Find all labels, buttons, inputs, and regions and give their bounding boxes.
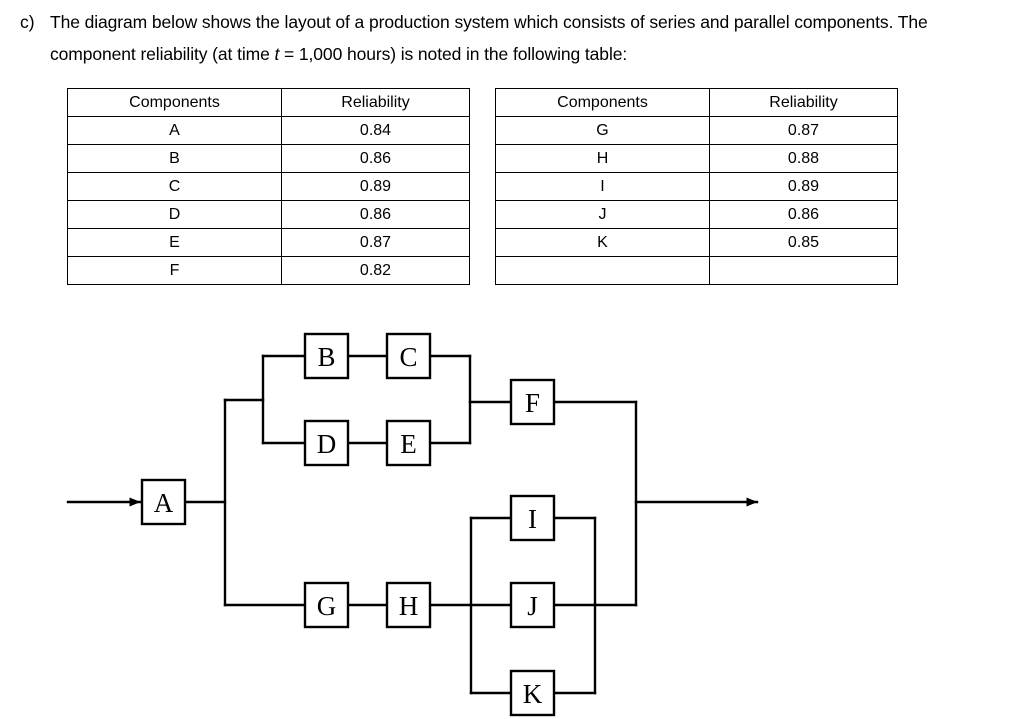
block-label-e: E — [400, 429, 417, 459]
block-h — [385, 581, 432, 629]
table-row: B 0.86 — [67, 144, 470, 173]
block-j — [509, 581, 556, 629]
cell-reliability: 0.86 — [281, 200, 470, 229]
cell-reliability: 0.88 — [709, 144, 898, 173]
header-components: Components — [67, 88, 282, 117]
cell-reliability: 0.87 — [281, 228, 470, 257]
block-c — [385, 332, 432, 380]
cell-component: D — [67, 200, 282, 229]
reliability-table-right: Components Reliability G 0.87 H 0.88 I 0… — [495, 88, 898, 285]
question-text-part1: The diagram below shows the layout of a … — [50, 12, 928, 64]
table-row: C 0.89 — [67, 172, 470, 201]
cell-reliability: 0.82 — [281, 256, 470, 285]
cell-component: K — [495, 228, 710, 257]
header-components: Components — [495, 88, 710, 117]
cell-reliability — [709, 256, 898, 285]
block-k — [509, 669, 556, 717]
cell-component: E — [67, 228, 282, 257]
block-d — [303, 419, 350, 467]
table-row: I 0.89 — [495, 172, 898, 201]
table-row: J 0.86 — [495, 200, 898, 229]
cell-component: B — [67, 144, 282, 173]
cell-reliability: 0.85 — [709, 228, 898, 257]
cell-reliability: 0.86 — [281, 144, 470, 173]
table-row: K 0.85 — [495, 228, 898, 257]
table-header-row: Components Reliability — [67, 88, 470, 117]
cell-component: F — [67, 256, 282, 285]
cell-reliability: 0.89 — [281, 172, 470, 201]
block-label-h: H — [399, 591, 419, 621]
block-e — [385, 419, 432, 467]
reliability-table-left: Components Reliability A 0.84 B 0.86 C 0… — [67, 88, 470, 285]
block-i — [509, 494, 556, 542]
table-row: A 0.84 — [67, 116, 470, 145]
table-row: F 0.82 — [67, 256, 470, 285]
block-label-j: J — [527, 591, 538, 621]
block-label-d: D — [317, 429, 337, 459]
reliability-block-diagram: A B C D E F G H I J K — [0, 318, 1024, 719]
header-reliability: Reliability — [281, 88, 470, 117]
cell-reliability: 0.89 — [709, 172, 898, 201]
table-row-empty — [495, 256, 898, 285]
question-block: c) The diagram below shows the layout of… — [0, 6, 1024, 70]
block-label-b: B — [317, 342, 335, 372]
question-text: The diagram below shows the layout of a … — [50, 6, 1024, 70]
block-label-k: K — [523, 679, 543, 709]
header-reliability: Reliability — [709, 88, 898, 117]
cell-component: G — [495, 116, 710, 145]
block-label-f: F — [525, 388, 540, 418]
block-b — [303, 332, 350, 380]
variable-t: t — [274, 44, 280, 64]
table-row: H 0.88 — [495, 144, 898, 173]
cell-component: H — [495, 144, 710, 173]
cell-component: C — [67, 172, 282, 201]
block-g — [303, 581, 350, 629]
table-header-row: Components Reliability — [495, 88, 898, 117]
cell-component: I — [495, 172, 710, 201]
block-label-c: C — [399, 342, 417, 372]
block-f — [509, 378, 556, 426]
cell-component: J — [495, 200, 710, 229]
cell-reliability: 0.86 — [709, 200, 898, 229]
block-a — [140, 478, 187, 526]
table-row: G 0.87 — [495, 116, 898, 145]
block-label-a: A — [154, 488, 174, 518]
cell-component: A — [67, 116, 282, 145]
question-label: c) — [20, 12, 35, 32]
question-text-part2: = 1,000 hours) is noted in the following… — [279, 44, 628, 64]
table-row: E 0.87 — [67, 228, 470, 257]
cell-reliability: 0.87 — [709, 116, 898, 145]
table-row: D 0.86 — [67, 200, 470, 229]
cell-component — [495, 256, 710, 285]
block-label-g: G — [317, 591, 337, 621]
cell-reliability: 0.84 — [281, 116, 470, 145]
block-label-i: I — [528, 504, 537, 534]
